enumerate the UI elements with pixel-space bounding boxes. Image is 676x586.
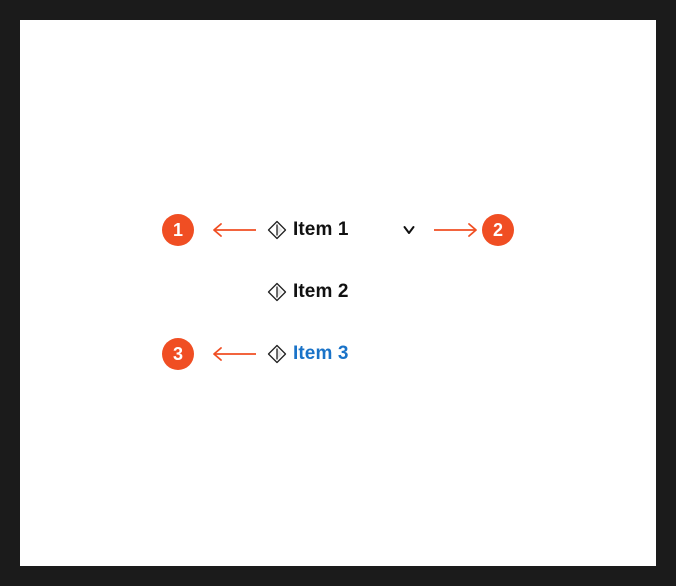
annotation-arrow-1 [213,223,256,237]
menu-item-label: Item 2 [293,281,349,302]
menu-item-2[interactable]: Item 2 [266,280,349,304]
menu-item-label-active: Item 3 [293,343,349,364]
annotation-arrow-2 [434,223,477,237]
menu-item-1[interactable]: Item 1 [266,218,349,242]
component-diamond-icon [266,281,288,303]
annotation-badge-3: 3 [162,338,194,370]
annotation-badge-1: 1 [162,214,194,246]
chevron-down-icon[interactable] [401,222,417,238]
component-diamond-icon [266,219,288,241]
annotation-arrow-3 [213,347,256,361]
menu-item-label: Item 1 [293,219,349,240]
diagram-canvas: Item 1 Item 2 Item 3 1 2 3 [20,20,656,566]
component-diamond-icon [266,343,288,365]
menu-item-3[interactable]: Item 3 [266,342,349,366]
annotation-badge-2: 2 [482,214,514,246]
